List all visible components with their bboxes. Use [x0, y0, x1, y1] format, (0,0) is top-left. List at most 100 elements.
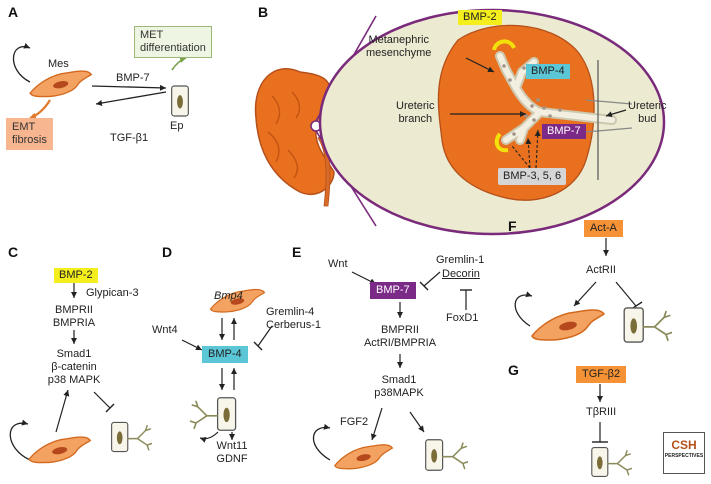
c-inhibit-bar	[105, 403, 115, 413]
epithelial-cell-a	[171, 85, 189, 117]
panel-label-g: G	[508, 362, 519, 378]
tgfb1-label: TGF-β1	[110, 132, 149, 144]
epithelial-cell-c	[110, 421, 152, 453]
kidney-lobes	[267, 91, 301, 179]
bmp7-box-e: BMP-7	[370, 282, 416, 299]
tgfb2-box: TGF-β2	[576, 366, 627, 383]
met-line1: MET	[140, 29, 164, 41]
panel-label-e: E	[292, 244, 302, 260]
d-gremlin-bar	[253, 341, 263, 351]
bmp356-arrow-3	[534, 129, 541, 169]
met-box: MET differentiation	[134, 26, 212, 58]
epithelial-cell-e	[424, 439, 468, 471]
ureteric-branch-line2: branch	[398, 113, 433, 125]
e-receptor2: ActRI/BMPRIA	[363, 337, 437, 349]
emt-box: EMT fibrosis	[6, 118, 53, 150]
ureteric-tree	[497, 53, 615, 143]
epithelial-cell-f	[623, 307, 672, 343]
actrii-label: ActRII	[586, 264, 616, 276]
e-signals: Smad1 p38MAPK	[366, 374, 432, 400]
e-sig2: p38MAPK	[374, 387, 424, 399]
epithelial-cell-d	[189, 396, 237, 432]
bmp4-gene-label: Bmp4	[214, 290, 243, 302]
c-signals: Smad1 β-catenin p38 MAPK	[40, 348, 108, 387]
e-wnt-label: Wnt	[328, 258, 348, 270]
bud-pointer	[605, 109, 627, 118]
d-gremlin-inhibit	[257, 325, 273, 347]
mesenchymal-cell-e	[334, 444, 394, 470]
metanephric-label: Metanephric mesenchyme	[366, 34, 431, 60]
logo-line2: PERSPECTIVES	[664, 453, 704, 459]
bmp4-box-d: BMP-4	[202, 346, 248, 363]
e-gremlin-bar	[419, 281, 429, 291]
mes-label: Mes	[48, 58, 69, 70]
bmp2-box-b: BMP-2	[458, 10, 502, 25]
ureteric-bud-line2: bud	[638, 113, 657, 125]
met-arrow	[171, 57, 187, 71]
bmp7-label-a: BMP-7	[116, 72, 150, 84]
emt-line1: EMT	[12, 121, 36, 133]
e-gremlin-inhibit	[423, 271, 441, 287]
c-receptors: BMPRII BMPRIA	[46, 304, 102, 330]
c-sig2: β-catenin	[51, 361, 97, 373]
ureteric-branch-line1: Ureteric	[396, 100, 435, 112]
bmp356-arrows	[511, 138, 530, 169]
c-arrow-3	[55, 389, 70, 433]
e-sig1: Smad1	[381, 374, 417, 386]
d-wnt11: Wnt11	[216, 440, 248, 452]
emt-line2: fibrosis	[12, 134, 47, 146]
f-arrow-2	[573, 281, 597, 307]
d-wnt4-arrow	[181, 339, 203, 351]
panel-label-b: B	[258, 4, 269, 20]
mesenchyme-pointer	[465, 57, 495, 73]
e-receptor1: BMPRII	[381, 324, 419, 336]
cap-top	[492, 39, 516, 51]
c-sig3: p38 MAPK	[47, 374, 101, 386]
e-foxd1-label: FoxD1	[446, 312, 479, 324]
d-gremlin4: Gremlin-4	[266, 306, 315, 318]
ureteric-bud-line1: Ureteric	[628, 100, 667, 112]
c-autocrine-arrow	[9, 419, 31, 461]
mesenchymal-cell-a	[29, 70, 93, 98]
ep-label: Ep	[170, 120, 184, 132]
panel-label-a: A	[8, 4, 19, 20]
mesenchymal-cell-f	[531, 309, 605, 341]
d-cerberus1: Cerberus-1	[266, 319, 322, 331]
d-gdnf: GDNF	[216, 453, 248, 465]
e-arrow-4	[409, 411, 425, 433]
tgfb1-arrow-a	[95, 91, 167, 106]
e-autocrine-arrow	[312, 423, 331, 461]
e-gremlin1-label: Gremlin-1	[436, 254, 485, 266]
epithelial-cell-g	[591, 446, 632, 478]
e-receptors: BMPRII ActRI/BMPRIA	[360, 324, 440, 350]
f-autocrine-arrow	[514, 291, 533, 327]
bmp7-arrow-a	[91, 84, 167, 91]
logo-line1: CSH	[671, 438, 697, 452]
metanephric-line2: mesenchyme	[366, 47, 432, 59]
bmp7-box-b: BMP-7	[542, 124, 586, 139]
glypican-label: Glypican-3	[86, 287, 139, 299]
f-inhibit	[615, 281, 637, 307]
acta-box: Act-A	[584, 220, 623, 237]
d-wnt11-label: Wnt11 GDNF	[212, 440, 252, 466]
csh-perspectives-logo: CSH PERSPECTIVES	[663, 432, 705, 474]
c-receptor1: BMPRII	[55, 304, 93, 316]
bmp4-box-b: BMP-4	[526, 64, 570, 79]
c-sig1: Smad1	[56, 348, 92, 360]
emt-arrow	[29, 99, 51, 120]
c-inhibit	[93, 391, 111, 409]
ureteric-branch-label: Ureteric branch	[396, 100, 435, 126]
ureteric-bud-label: Ureteric bud	[628, 100, 667, 126]
panel-label-f: F	[508, 218, 517, 234]
e-arrow-3	[370, 407, 383, 441]
tbriii-label: TβRIII	[586, 406, 617, 418]
bmp2-box-c: BMP-2	[54, 268, 98, 283]
bmp356-box: BMP-3, 5, 6	[498, 168, 567, 185]
bmp-dots	[502, 64, 562, 136]
mesenchymal-cell-c	[28, 436, 92, 464]
e-decorin-label: Decorin	[442, 268, 480, 280]
d-loop-arrow	[199, 431, 219, 443]
d-gremlin-label: Gremlin-4 Cerberus-1	[266, 306, 321, 332]
panel-label-c: C	[8, 244, 19, 260]
